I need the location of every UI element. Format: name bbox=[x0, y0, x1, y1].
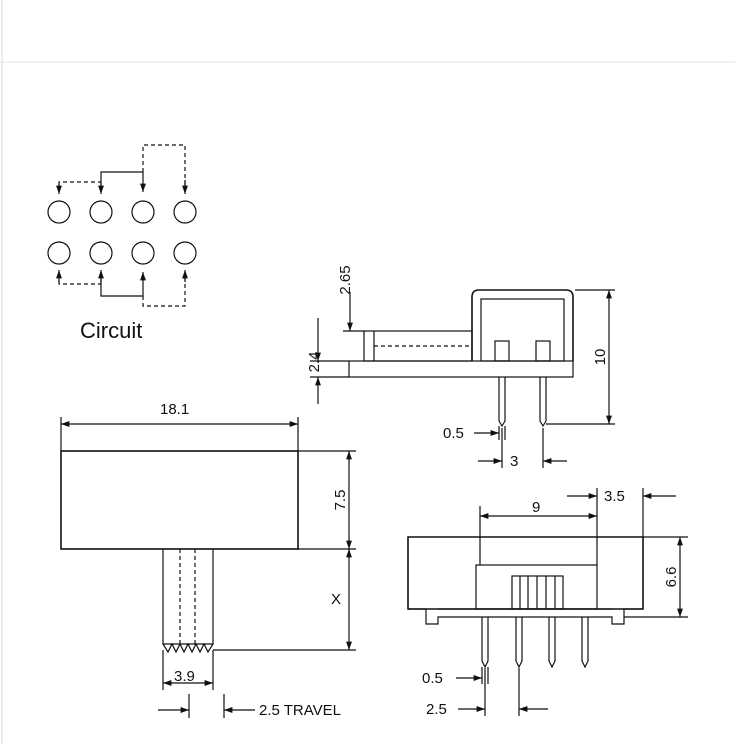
link-bottom-solid bbox=[100, 272, 146, 297]
side-pin-right bbox=[539, 377, 547, 428]
bottom-view: 9 3.5 6.6 0.5 2.5 bbox=[407, 488, 688, 718]
bottom-pin-2 bbox=[515, 617, 523, 669]
dim-bottom-pin-pitch: 2.5 bbox=[426, 701, 447, 718]
contact-b1 bbox=[47, 241, 71, 265]
dim-bottom-pin-span: 9 bbox=[532, 499, 540, 516]
contact-a1 bbox=[47, 200, 71, 224]
side-view: 10 2.65 2.4 0.5 3 bbox=[306, 265, 615, 470]
bottom-pin-3 bbox=[548, 617, 556, 669]
dim-front-travel: 2.5 TRAVEL bbox=[259, 702, 341, 719]
link-top-solid bbox=[100, 171, 146, 192]
dim-front-lever-width: 3.9 bbox=[174, 668, 195, 685]
bottom-pin-1 bbox=[481, 617, 489, 669]
contact-b2 bbox=[89, 241, 113, 265]
front-lever bbox=[162, 549, 214, 645]
link-bottom-dash-left bbox=[58, 274, 101, 285]
link-top-dash-left bbox=[58, 181, 101, 192]
side-housing bbox=[471, 289, 574, 361]
contact-b4 bbox=[173, 241, 197, 265]
dim-bottom-height: 6.6 bbox=[663, 567, 680, 588]
link-bottom-dash-right bbox=[142, 276, 186, 307]
dim-front-length: 18.1 bbox=[160, 401, 189, 418]
front-body bbox=[60, 450, 299, 550]
bottom-body bbox=[407, 536, 644, 610]
dim-side-lever-height: 2.4 bbox=[306, 352, 323, 373]
dim-side-pin-width: 0.5 bbox=[443, 425, 464, 442]
side-pin-left bbox=[498, 377, 506, 428]
bottom-base bbox=[408, 608, 643, 625]
link-top-dash-right bbox=[142, 144, 186, 192]
contact-a4 bbox=[173, 200, 197, 224]
contact-b3 bbox=[131, 241, 155, 265]
dim-front-lever-length: X bbox=[331, 591, 341, 608]
contact-a2 bbox=[89, 200, 113, 224]
dim-bottom-pin-width: 0.5 bbox=[422, 670, 443, 687]
circuit-title: Circuit bbox=[80, 318, 142, 343]
front-view: 18.1 7.5 X 3.9 2.5 TRAVEL bbox=[60, 401, 356, 719]
circuit-schematic: Circuit bbox=[47, 144, 197, 343]
bottom-pin-4 bbox=[581, 617, 589, 669]
dim-side-height: 10 bbox=[592, 349, 609, 366]
dim-bottom-end-offset: 3.5 bbox=[604, 488, 625, 505]
side-base bbox=[348, 360, 574, 378]
dim-front-body-height: 7.5 bbox=[332, 490, 349, 511]
dim-side-top-offset: 2.65 bbox=[337, 265, 354, 294]
dim-side-pin-pitch: 3 bbox=[510, 453, 518, 470]
contact-a3 bbox=[131, 200, 155, 224]
